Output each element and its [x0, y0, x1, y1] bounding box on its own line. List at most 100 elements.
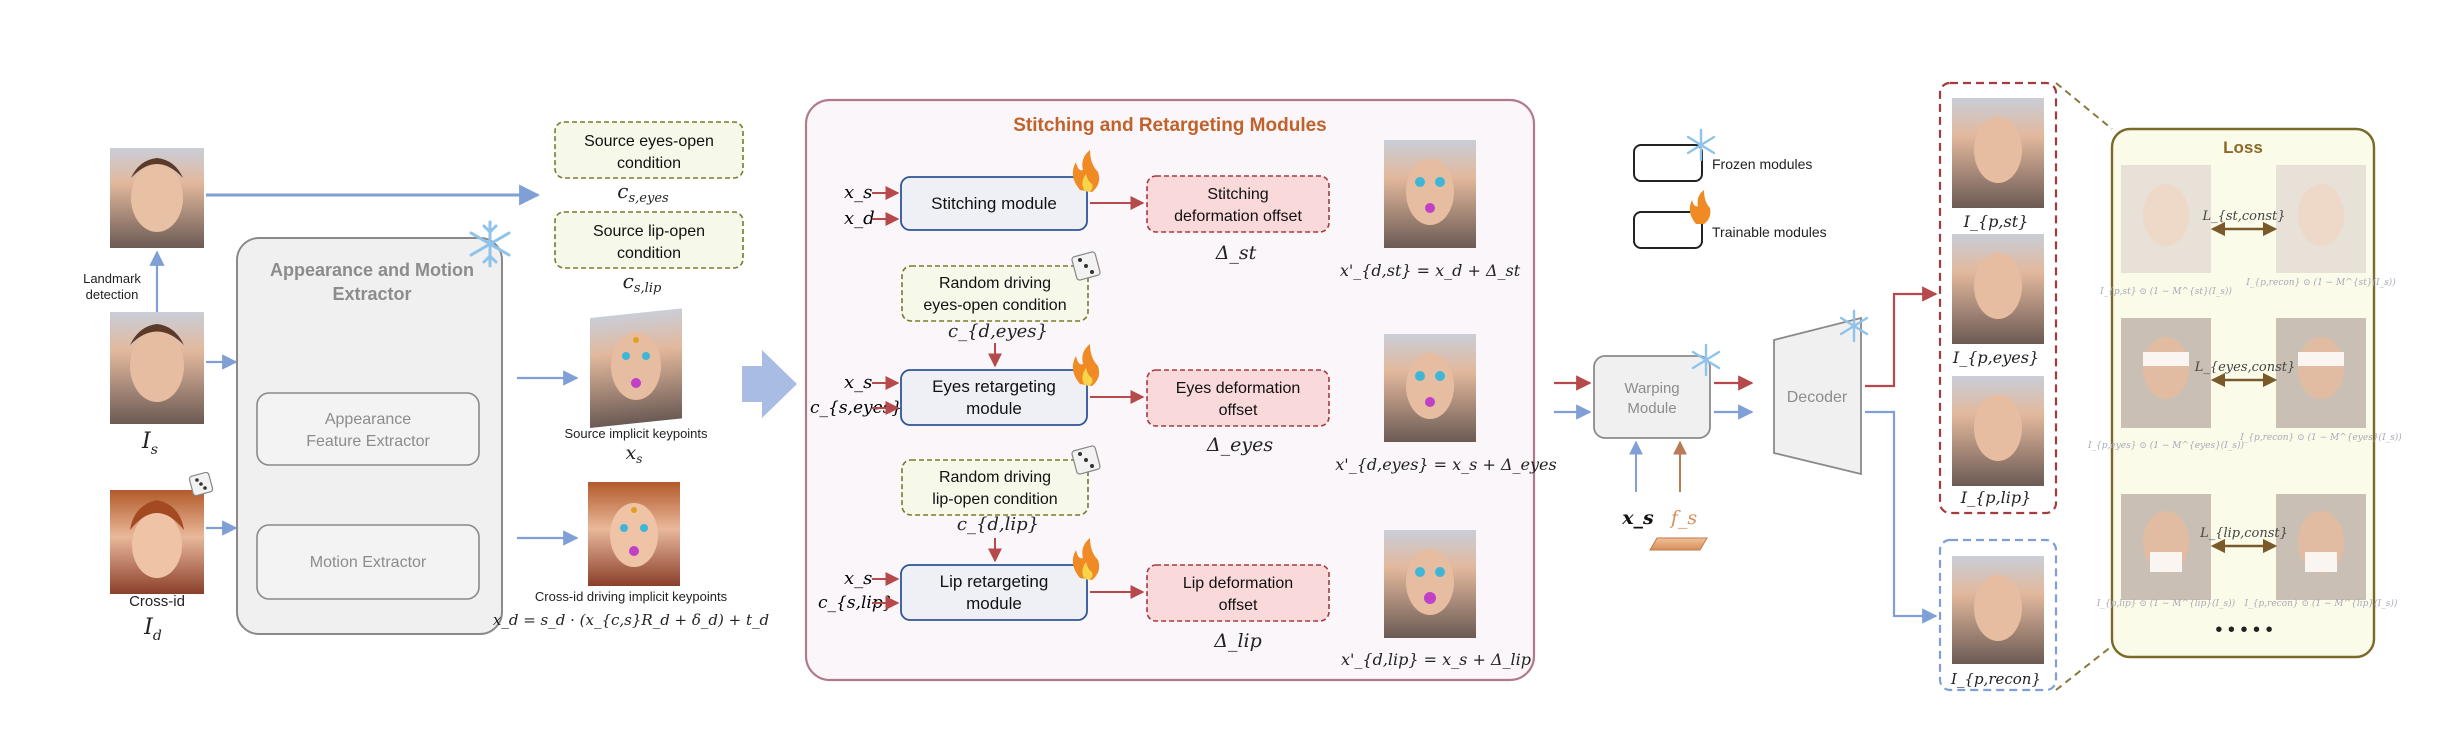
landmark-label: detection — [86, 287, 139, 302]
dice-icon — [1071, 445, 1101, 475]
svg-text:condition: condition — [617, 245, 681, 262]
random-lip-symbol: c_{d,lip} — [957, 514, 1039, 535]
svg-text:Eyes deformation: Eyes deformation — [1176, 380, 1301, 397]
loss-caption: I_{p,recon} ⊙ (1 − M^{eyes}(I_s)) — [2239, 432, 2402, 443]
loss-eyes-const: L_{eyes,const} — [2194, 360, 2296, 375]
source-image-label: Is — [141, 429, 158, 458]
loss-row-eyes — [2121, 318, 2366, 428]
eyes-offset: Eyes deformation offset — [1146, 369, 1330, 427]
loss-row-st — [2121, 165, 2366, 273]
flame-icon — [1072, 538, 1100, 580]
source-keypoints-symbol: xs — [626, 442, 643, 466]
output-st-image — [1952, 98, 2044, 208]
flame-icon — [1689, 190, 1711, 224]
svg-text:module: module — [966, 594, 1022, 613]
source-face-image — [110, 312, 204, 424]
appearance-motion-extractor: Appearance and Motion Extractor Appearan… — [236, 237, 503, 635]
eyes-input-xs: x_s — [844, 372, 872, 393]
svg-text:deformation offset: deformation offset — [1174, 208, 1302, 225]
lip-delta: Δ_lip — [1213, 630, 1262, 652]
loss-caption: I_{p,recon} ⊙ (1 − M^{lip}(I_s)) — [2244, 598, 2398, 609]
big-arrow — [742, 350, 797, 418]
random-eyes-symbol: c_{d,eyes} — [948, 321, 1048, 342]
output-eyes-image — [1952, 234, 2044, 344]
loss-caption: I_{p,st} ⊙ (1 − M^{st}(I_s)) — [2099, 286, 2232, 297]
landmark-label: Landmark — [83, 271, 141, 286]
output-st-label: I_{p,st} — [1963, 212, 2029, 231]
driving-image-label: Id — [143, 615, 162, 644]
source-lip-condition: Source lip-open condition — [554, 211, 744, 269]
cross-id-label: Cross-id — [129, 593, 185, 610]
output-lip-label: I_{p,lip} — [1960, 488, 2031, 507]
warping-input-fs: f_s — [1669, 507, 1698, 529]
decoder: Decoder — [1773, 316, 1862, 476]
feature-volume-icon — [1649, 537, 1708, 551]
svg-text:Trainable modules: Trainable modules — [1712, 224, 1827, 240]
loss-st-const: L_{st,const} — [2201, 209, 2285, 224]
output-lip-image — [1952, 376, 2044, 486]
lip-input-xs: x_s — [844, 568, 872, 589]
warping-module: Warping Module — [1593, 355, 1711, 439]
random-lip-condition: Random driving lip-open condition — [901, 459, 1089, 516]
dice-icon — [188, 471, 214, 497]
dice-icon — [1071, 251, 1101, 281]
arrow-decoder-to-outputs — [1865, 286, 1938, 388]
lip-input-cs: c_{s,lip} — [818, 593, 894, 613]
lip-equation: x'_{d,lip} = x_s + Δ_lip — [1341, 650, 1531, 669]
stitching-offset: Stitching deformation offset — [1146, 175, 1330, 233]
output-recon-image — [1952, 556, 2044, 664]
recon-group — [1938, 538, 2058, 692]
snowflake-icon — [1691, 343, 1721, 377]
eyes-delta: Δ_eyes — [1206, 434, 1273, 456]
source-eyes-symbol: cs,eyes — [617, 179, 669, 206]
loss-caption: I_{p,eyes} ⊙ (1 − M^{eyes}(I_s)) — [2087, 440, 2245, 451]
stitch-input-xd: x_d — [844, 208, 875, 229]
source-lip-symbol: cs,lip — [623, 269, 662, 296]
loss-ellipsis: • • • • • — [2215, 619, 2272, 641]
zoom-line-top — [2055, 82, 2113, 130]
svg-text:Eyes retargeting: Eyes retargeting — [932, 377, 1056, 396]
eyes-equation: x'_{d,eyes} = x_s + Δ_eyes — [1335, 455, 1556, 474]
svg-text:Random driving: Random driving — [939, 469, 1051, 486]
motion-extractor: Motion Extractor — [310, 554, 427, 571]
eyes-input-cs: c_{s,eyes} — [810, 398, 902, 418]
svg-text:offset: offset — [1219, 597, 1258, 614]
svg-text:Lip deformation: Lip deformation — [1183, 575, 1293, 592]
appearance-feature-extractor: Feature Extractor — [306, 433, 430, 450]
svg-text:Stitching: Stitching — [1207, 186, 1268, 203]
svg-text:Lip retargeting: Lip retargeting — [940, 572, 1049, 591]
output-recon-label: I_{p,recon} — [1950, 670, 2041, 688]
loss-caption: I_{p,lip} ⊙ (1 − M^{lip}(I_s)) — [2096, 598, 2236, 609]
driving-face-image — [110, 490, 204, 594]
source-eyes-condition: Source eyes-open condition — [554, 121, 744, 179]
driving-keypoints-label: Cross-id driving implicit keypoints — [535, 589, 728, 604]
snowflake-icon — [1839, 309, 1869, 343]
svg-text:module: module — [966, 399, 1022, 418]
eyes-face-image — [1384, 334, 1476, 442]
arrow-decoder-to-recon — [1865, 410, 1938, 624]
stitch-delta: Δ_st — [1215, 242, 1257, 264]
lip-offset: Lip deformation offset — [1146, 564, 1330, 622]
driving-keypoints-formula: x_d = s_d · (x_{c,s}R_d + δ_d) + t_d — [493, 611, 769, 629]
stitch-input-xs: x_s — [844, 182, 872, 203]
appearance-feature-extractor: Appearance — [325, 411, 411, 428]
output-eyes-label: I_{p,eyes} — [1952, 348, 2039, 367]
svg-text:offset: offset — [1219, 402, 1258, 419]
snowflake-icon — [1686, 128, 1716, 162]
warping-input-xs: x_s — [1621, 507, 1654, 529]
loss-title: Loss — [2223, 138, 2263, 157]
stitch-face-image — [1384, 140, 1476, 248]
loss-caption: I_{p,recon} ⊙ (1 − M^{st}(I_s)) — [2245, 277, 2396, 288]
landmark-face-image — [110, 148, 204, 248]
eyes-retargeting-module: Eyes retargeting module — [900, 369, 1088, 426]
stitching-module: Stitching module — [900, 176, 1088, 231]
driving-keypoints-image — [588, 482, 680, 586]
svg-text:Source eyes-open: Source eyes-open — [584, 133, 714, 150]
svg-text:Frozen modules: Frozen modules — [1712, 156, 1812, 172]
snowflake-icon — [469, 220, 511, 268]
lip-face-image — [1384, 530, 1476, 638]
outputs-group — [1938, 81, 2058, 515]
flame-icon — [1072, 150, 1100, 192]
svg-text:Module: Module — [1627, 400, 1676, 417]
extractor-title: Appearance and Motion — [270, 260, 474, 280]
